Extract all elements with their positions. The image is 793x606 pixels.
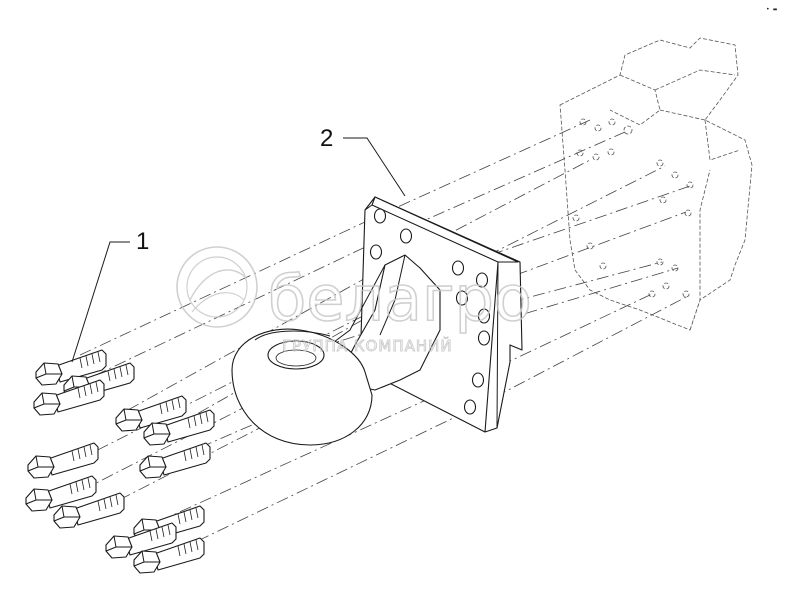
bolt (139, 442, 211, 479)
callout-label: 2 (320, 125, 333, 152)
corner-mark: • ▬ (766, 6, 777, 13)
frame-holes (572, 118, 694, 298)
bolt (27, 442, 99, 479)
bolt-set (25, 349, 215, 574)
callout-1: 1 (71, 228, 149, 363)
callout-2: 2 (320, 125, 406, 197)
towing-eye-assembly (231, 196, 523, 446)
watermark-tagline: ГРУППА КОМПАНИЙ (282, 336, 453, 355)
flange-holes (369, 208, 491, 415)
watermark-logo (176, 246, 258, 328)
watermark-brand: белагро (268, 262, 532, 335)
watermark: белагро ГРУППА КОМПАНИЙ (176, 246, 533, 355)
mounting-frame (559, 37, 753, 331)
callout-label: 1 (136, 228, 149, 255)
